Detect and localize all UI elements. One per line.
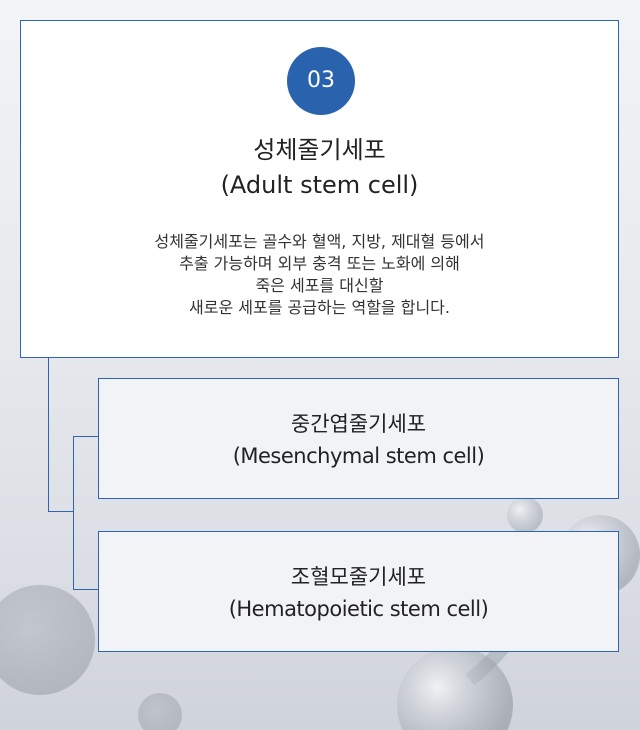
description-line: 추출 가능하며 외부 충격 또는 노화에 의해 — [179, 254, 460, 273]
connector-vertical-main — [48, 358, 49, 511]
sub-card-subtitle: (Hematopoietic stem cell) — [228, 597, 489, 621]
card-description: 성체줄기세포는 골수와 혈액, 지방, 제대혈 등에서 추출 가능하며 외부 충… — [21, 231, 618, 319]
connector-branch-2 — [73, 589, 98, 590]
sub-card-title: 중간엽줄기세포 — [290, 412, 427, 436]
step-number-badge: 03 — [287, 47, 355, 115]
mesenchymal-stem-cell-card: 중간엽줄기세포 (Mesenchymal stem cell) — [98, 378, 619, 499]
hematopoietic-stem-cell-card: 조혈모줄기세포 (Hematopoietic stem cell) — [98, 531, 619, 652]
adult-stem-cell-card: 03 성체줄기세포 (Adult stem cell) 성체줄기세포는 골수와 … — [20, 20, 619, 358]
description-line: 죽은 세포를 대신할 — [255, 276, 384, 295]
description-line: 성체줄기세포는 골수와 혈액, 지방, 제대혈 등에서 — [154, 232, 485, 251]
connector-horizontal-main — [48, 511, 73, 512]
description-line: 새로운 세포를 공급하는 역할을 합니다. — [189, 298, 450, 317]
connector-vertical-branch — [73, 436, 74, 589]
card-subtitle: (Adult stem cell) — [220, 171, 419, 199]
sub-card-title: 조혈모줄기세포 — [290, 565, 427, 589]
sub-card-subtitle: (Mesenchymal stem cell) — [232, 444, 485, 468]
card-title: 성체줄기세포 — [253, 136, 386, 164]
connector-branch-1 — [73, 436, 98, 437]
